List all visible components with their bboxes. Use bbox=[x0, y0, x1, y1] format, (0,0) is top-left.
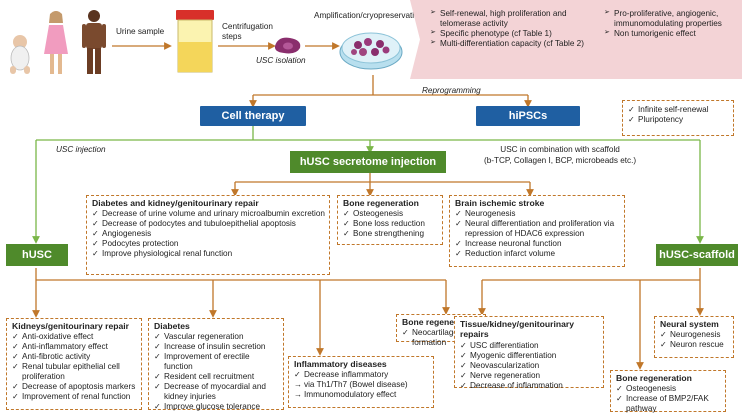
box-item: Increase of insulin secretion bbox=[154, 342, 279, 352]
hipsc-property: Infinite self-renewal bbox=[628, 105, 729, 115]
box-item: Increase of BMP2/FAK pathway bbox=[616, 394, 721, 414]
cell-icon bbox=[274, 37, 301, 54]
scaffold-note: USC in combination with scaffold (b-TCP,… bbox=[484, 145, 637, 165]
box-item: Neovascularization bbox=[460, 361, 599, 371]
box-item: Bone loss reduction bbox=[343, 219, 438, 229]
reprogramming-label: Reprogramming bbox=[422, 86, 481, 95]
box-item: Anti-oxidative effect bbox=[12, 332, 137, 342]
box-title: Bone regeneration bbox=[402, 317, 478, 327]
box-title: Diabetes bbox=[154, 321, 190, 331]
box-item: Increase neuronal function bbox=[455, 239, 620, 249]
box-item: Anti-inflammatory effect bbox=[12, 342, 137, 352]
box-item: Decrease of myocardial and kidney injuri… bbox=[154, 382, 279, 402]
secretome-bone-box: Bone regeneration Osteogenesis Bone loss… bbox=[337, 195, 443, 245]
box-title: Brain ischemic stroke bbox=[455, 198, 545, 208]
box-item: Myogenic differentiation bbox=[460, 351, 599, 361]
box-item: Improve physiological renal function bbox=[92, 249, 325, 259]
box-item: Podocytes protection bbox=[92, 239, 325, 249]
box-item: Decrease of apoptosis markers bbox=[12, 382, 137, 392]
properties-left-list: Self-renewal, high proliferation and tel… bbox=[430, 9, 598, 48]
box-title: Kidneys/genitourinary repair bbox=[12, 321, 130, 331]
box-item: Reduction infarct volume bbox=[455, 249, 620, 259]
box-item: Resident cell recruitment bbox=[154, 372, 279, 382]
property-item: Multi-differentiation capacity (cf Table… bbox=[430, 39, 598, 49]
box-item: USC differentiation bbox=[460, 341, 599, 351]
property-item: Non tumorigenic effect bbox=[604, 29, 738, 39]
box-item: Neuron rescue bbox=[660, 340, 729, 350]
box-item: Neurogenesis bbox=[455, 209, 620, 219]
box-item: Angiogenesis bbox=[92, 229, 325, 239]
properties-right-list: Pro-proliferative, angiogenic, immunomod… bbox=[604, 9, 738, 39]
box-item: Improvement of renal function bbox=[12, 392, 137, 402]
box-item: Anti-fibrotic activity bbox=[12, 352, 137, 362]
box-item: Decrease of inflammation bbox=[460, 381, 599, 391]
usc-injection-label: USC injection bbox=[56, 145, 106, 154]
box-item: Immunomodulatory effect bbox=[294, 390, 429, 400]
scaffold-tissue-box: Tissue/kidney/genitourinary repairs USC … bbox=[454, 316, 604, 391]
box-title: Bone regeneration bbox=[343, 198, 419, 208]
baby-icon bbox=[10, 35, 30, 74]
donors-illustration bbox=[10, 10, 106, 74]
urine-sample-label: Urine sample bbox=[116, 27, 165, 36]
box-item: Osteogenesis bbox=[343, 209, 438, 219]
amplification-label: Amplification/cryopreservation bbox=[314, 11, 424, 20]
secretome-stroke-box: Brain ischemic stroke Neurogenesis Neura… bbox=[449, 195, 625, 267]
usc-properties-banner: Self-renewal, high proliferation and tel… bbox=[410, 0, 742, 79]
box-item: Decrease inflammatory bbox=[294, 370, 429, 380]
box-item: Vascular regeneration bbox=[154, 332, 279, 342]
husc-diabetes-box: Diabetes Vascular regeneration Increase … bbox=[148, 318, 284, 412]
box-item: Bone strengthening bbox=[343, 229, 438, 239]
box-item: Decrease of podocytes and tubuloepitheli… bbox=[92, 219, 325, 229]
scaffold-bone-box: Bone regeneration Osteogenesis Increase … bbox=[610, 370, 726, 414]
box-item: Neurogenesis bbox=[660, 330, 729, 340]
box-title: Tissue/kidney/genitourinary repairs bbox=[460, 319, 574, 340]
box-title: Inflammatory diseases bbox=[294, 359, 387, 369]
box-item: Neural differentiation and proliferation… bbox=[455, 219, 620, 239]
hipsc-property: Pluripotency bbox=[628, 115, 729, 125]
hipscs-header: hiPSCs bbox=[476, 106, 580, 126]
box-title: Bone regeneration bbox=[616, 373, 692, 383]
property-item: Self-renewal, high proliferation and tel… bbox=[430, 9, 598, 29]
box-item: Improvement of erectile function bbox=[154, 352, 279, 372]
box-item: Renal tubular epithelial cell proliferat… bbox=[12, 362, 137, 382]
husc-inflammatory-box: Inflammatory diseases Decrease inflammat… bbox=[288, 356, 434, 408]
box-item: Osteogenesis bbox=[616, 384, 721, 394]
petri-dish-icon bbox=[339, 32, 403, 70]
box-title: Diabetes and kidney/genitourinary repair bbox=[92, 198, 259, 208]
box-item: Nerve regeneration bbox=[460, 371, 599, 381]
secretome-header: hUSC secretome injection bbox=[290, 151, 446, 173]
woman-icon bbox=[44, 11, 68, 74]
urine-tube-icon bbox=[176, 10, 214, 73]
man-icon bbox=[82, 10, 106, 74]
property-item: Pro-proliferative, angiogenic, immunomod… bbox=[604, 9, 738, 29]
box-item: Decrease of urine volume and urinary mic… bbox=[92, 209, 325, 219]
husc-scaffold-header: hUSC-scaffold bbox=[656, 244, 738, 266]
box-item: Neocartilage formation bbox=[402, 328, 481, 348]
husc-kidneys-box: Kidneys/genitourinary repair Anti-oxidat… bbox=[6, 318, 142, 410]
box-title: Neural system bbox=[660, 319, 719, 329]
box-item: via Th1/Th7 (Bowel disease) bbox=[294, 380, 429, 390]
secretome-diabetes-box: Diabetes and kidney/genitourinary repair… bbox=[86, 195, 330, 275]
cell-therapy-header: Cell therapy bbox=[200, 106, 306, 126]
usc-isolation-label: USC isolation bbox=[256, 56, 306, 65]
box-item: Improve glucose tolerance bbox=[154, 402, 279, 412]
hipsc-properties-box: Infinite self-renewal Pluripotency bbox=[622, 100, 734, 136]
husc-header: hUSC bbox=[6, 244, 68, 266]
property-item: Specific phenotype (cf Table 1) bbox=[430, 29, 598, 39]
scaffold-neural-box: Neural system Neurogenesis Neuron rescue bbox=[654, 316, 734, 358]
centrifugation-label: Centrifugation steps bbox=[222, 22, 273, 42]
